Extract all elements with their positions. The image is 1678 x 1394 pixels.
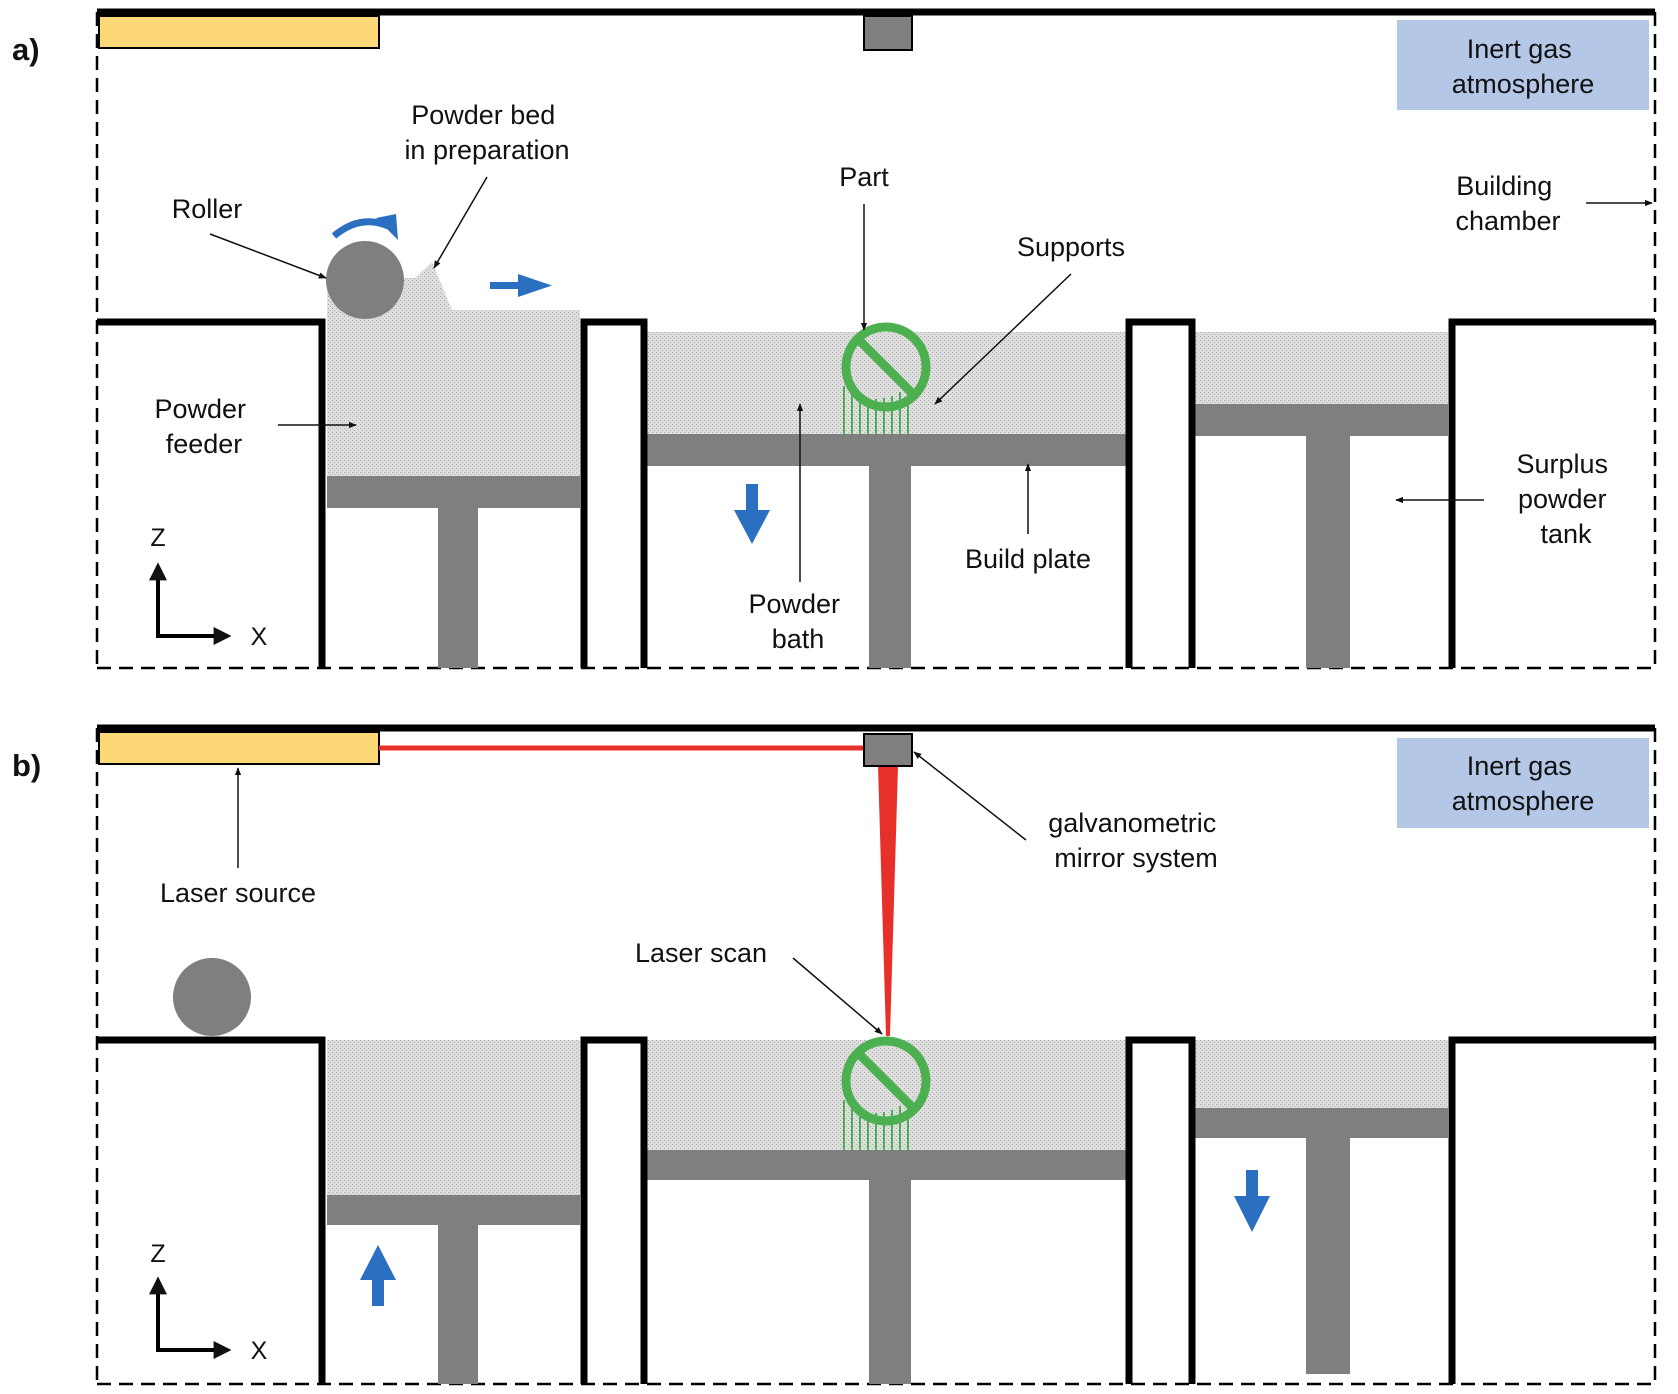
- inert-gas-label: Inert gas atmosphere: [1452, 34, 1595, 99]
- surplus-piston: [1306, 1138, 1350, 1374]
- powder-feeder-label: Powder feeder: [154, 394, 253, 459]
- axis-x-label: X: [251, 1337, 268, 1365]
- axis-z-label: Z: [150, 1240, 165, 1268]
- part: [841, 322, 931, 434]
- surplus-tank-label: Surplus powder tank: [1516, 449, 1615, 549]
- powder-bed-label: Powder bed in preparation: [404, 100, 569, 165]
- surplus-piston: [1306, 436, 1350, 668]
- mirror-leader: [913, 751, 1027, 841]
- part-label: Part: [839, 162, 889, 192]
- roller-rotation-arrow: [331, 214, 398, 240]
- feeder-piston: [438, 508, 478, 668]
- axis-x-label: X: [251, 623, 268, 651]
- panel-a-label: a): [12, 32, 40, 67]
- mirror-block: [863, 15, 913, 51]
- powder-bed-leader: [433, 176, 488, 269]
- left-wall: [97, 1036, 326, 1384]
- panel-a: a) Inert gas atmosphere: [12, 8, 1657, 670]
- building-chamber-label: Building chamber: [1455, 171, 1560, 236]
- surplus-powder: [1195, 1040, 1448, 1108]
- axis-z-label: Z: [150, 524, 165, 552]
- inert-gas-box: [1397, 738, 1649, 828]
- build-plate: [646, 434, 1126, 466]
- panel-b-label: b): [12, 748, 41, 783]
- feeder-platform: [327, 476, 580, 508]
- laser-source-label: Laser source: [160, 878, 316, 908]
- laser-source-block: [98, 15, 380, 49]
- supports-label: Supports: [1017, 232, 1125, 262]
- inert-gas-box: [1397, 20, 1649, 110]
- middle-wall-right: [1125, 318, 1196, 668]
- supports-leader: [934, 273, 1072, 405]
- feeder-powder: [327, 262, 580, 476]
- panel-b: b) Inert gas atmosphere: [12, 724, 1657, 1386]
- middle-wall-left: [580, 318, 648, 668]
- middle-wall-right: [1125, 1036, 1196, 1384]
- right-wall: [1448, 1036, 1655, 1384]
- mirror-label: galvanometric mirror system: [1048, 808, 1224, 873]
- build-piston: [869, 1180, 911, 1384]
- roller-travel-arrow: [490, 274, 552, 297]
- feeder-up-arrow: [360, 1245, 396, 1306]
- part: [841, 1036, 931, 1150]
- roller-leader: [209, 233, 327, 279]
- feeder-piston: [438, 1225, 478, 1384]
- surplus-powder: [1195, 332, 1448, 404]
- laser-scan-label: Laser scan: [635, 938, 767, 968]
- axes-a: Z X: [149, 524, 268, 651]
- build-piston: [869, 466, 911, 668]
- surplus-platform: [1195, 1108, 1448, 1138]
- laser-scan-leader: [792, 957, 883, 1035]
- roller: [173, 958, 251, 1036]
- surplus-down-arrow: [1234, 1170, 1270, 1232]
- left-wall: [97, 318, 326, 668]
- mirror-block: [863, 733, 913, 767]
- build-plate: [646, 1150, 1126, 1180]
- roller: [326, 241, 404, 319]
- axes-b: Z X: [149, 1240, 268, 1365]
- laser-beam-vertical: [878, 766, 898, 1036]
- inert-gas-label: Inert gas atmosphere: [1452, 751, 1595, 816]
- laser-source-block: [98, 731, 380, 765]
- build-plate-down-arrow: [734, 484, 770, 544]
- feeder-platform: [327, 1195, 580, 1225]
- roller-label: Roller: [172, 194, 243, 224]
- right-wall: [1448, 318, 1655, 668]
- powder-bath: [646, 332, 1126, 434]
- build-plate-label: Build plate: [965, 544, 1091, 574]
- surplus-platform: [1195, 404, 1448, 436]
- feeder-powder: [327, 1040, 580, 1195]
- powder-bath-label: Powder bath: [748, 589, 847, 654]
- middle-wall-left: [580, 1036, 648, 1384]
- powder-bath: [646, 1040, 1126, 1150]
